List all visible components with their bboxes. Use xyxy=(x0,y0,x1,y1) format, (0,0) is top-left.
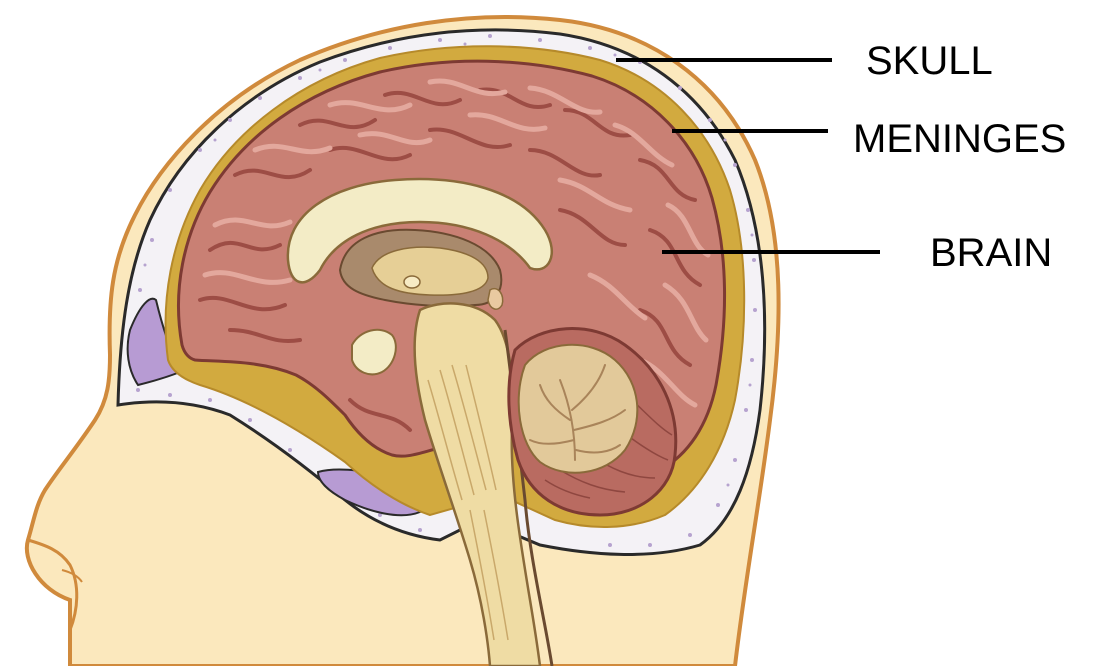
fourth-ventricle xyxy=(488,289,503,309)
label-brain: BRAIN xyxy=(930,231,1052,275)
label-meninges: MENINGES xyxy=(853,117,1066,161)
arbor-vitae xyxy=(519,345,638,473)
pineal-gland xyxy=(404,276,420,288)
label-skull: SKULL xyxy=(866,39,993,83)
